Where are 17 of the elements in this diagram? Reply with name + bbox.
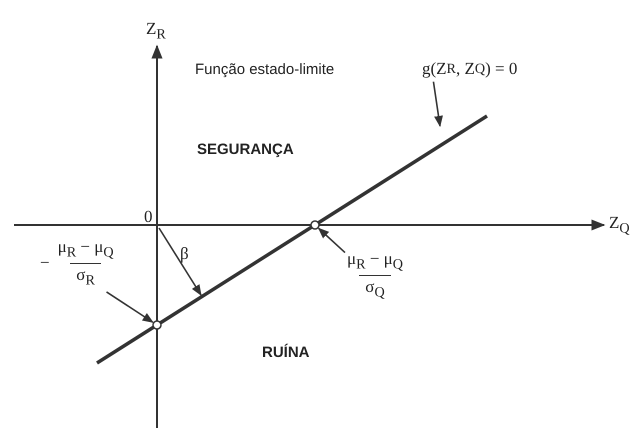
region-label: SEGURANÇA xyxy=(197,142,294,157)
math-label: Z$_{Q}$ xyxy=(609,214,630,236)
fraction-denominator: σ$_{R}$ xyxy=(70,262,101,289)
region-label: RUÍNA xyxy=(262,345,310,360)
leader-arrow xyxy=(318,228,346,254)
intersection-point xyxy=(310,220,320,230)
minus-sign: − xyxy=(40,254,50,273)
math-label: 0 xyxy=(144,208,152,225)
leader-arrow xyxy=(106,291,154,323)
fraction-numerator: μ$_{R}$ − μ$_{Q}$ xyxy=(56,238,115,262)
math-label: β xyxy=(180,245,189,262)
fraction-numerator: μ$_{R}$ − μ$_{Q}$ xyxy=(346,250,404,274)
region-label: Função estado-limite xyxy=(195,62,334,77)
fraction-denominator: σ$_{Q}$ xyxy=(359,274,391,301)
intersection-point xyxy=(152,320,162,330)
math-label: Z$_{R}$ xyxy=(146,20,166,42)
leader-arrow xyxy=(432,82,443,128)
